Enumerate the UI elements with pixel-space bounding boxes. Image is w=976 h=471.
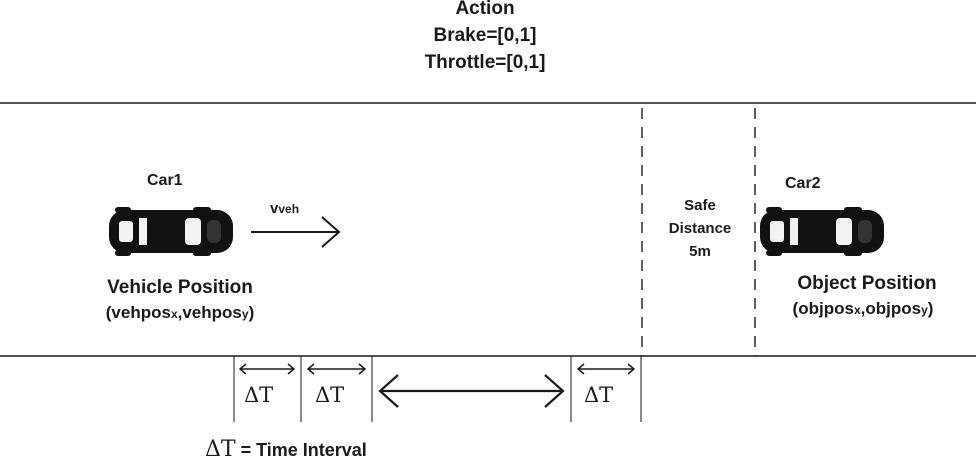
vehicle-position-sub-x: x (170, 307, 178, 321)
vehicle-position-close: ) (248, 303, 255, 322)
legend-text: = Time Interval (240, 440, 367, 460)
vehicle-position-sub-y: y (241, 307, 249, 321)
object-position-sub-x: x (853, 303, 861, 317)
object-position-close: ) (927, 299, 934, 318)
object-position-sub-y: y (921, 303, 928, 317)
velocity-symbol: v (270, 200, 279, 217)
double-arrow-icon (378, 374, 565, 408)
vehicle-position-open: (vehpos (105, 303, 171, 322)
safe-distance-line1: Safe (684, 197, 716, 214)
safe-distance-line2: Distance (668, 220, 732, 237)
safe-distance-line3: 5m (689, 243, 711, 260)
action-throttle: Throttle=[0,1] (424, 52, 546, 73)
interval-delta-t-2: ΔT (315, 383, 345, 407)
right-arrow-icon (251, 216, 341, 248)
velocity-subscript: veh (278, 202, 300, 216)
vehicle-position-sep: ,vehpos (177, 303, 242, 322)
interval-delta-t-1: ΔT (244, 383, 274, 407)
object-position-sep: ,objpos (860, 299, 922, 318)
double-arrow-icon (238, 363, 296, 375)
object-position-coords: (objposx,objposy) (752, 299, 974, 319)
double-arrow-icon (576, 363, 636, 375)
car1-label: Car1 (147, 172, 183, 189)
double-arrow-icon (306, 363, 367, 375)
vehicle-position-title: Vehicle Position (107, 277, 253, 298)
object-position-title: Object Position (797, 273, 937, 294)
action-brake: Brake=[0,1] (433, 25, 537, 46)
time-interval-legend: ΔT = Time Interval (205, 437, 367, 462)
velocity-label: vveh (270, 200, 299, 217)
car-icon (760, 207, 884, 256)
action-title: Action (455, 0, 515, 19)
car-icon (109, 207, 233, 256)
vehicle-position-coords: (vehposx,vehposy) (75, 303, 285, 323)
car2-label: Car2 (785, 175, 821, 192)
legend-symbol: ΔT (205, 437, 236, 462)
interval-delta-t-3: ΔT (584, 383, 614, 407)
object-position-open: (objpos (792, 299, 854, 318)
